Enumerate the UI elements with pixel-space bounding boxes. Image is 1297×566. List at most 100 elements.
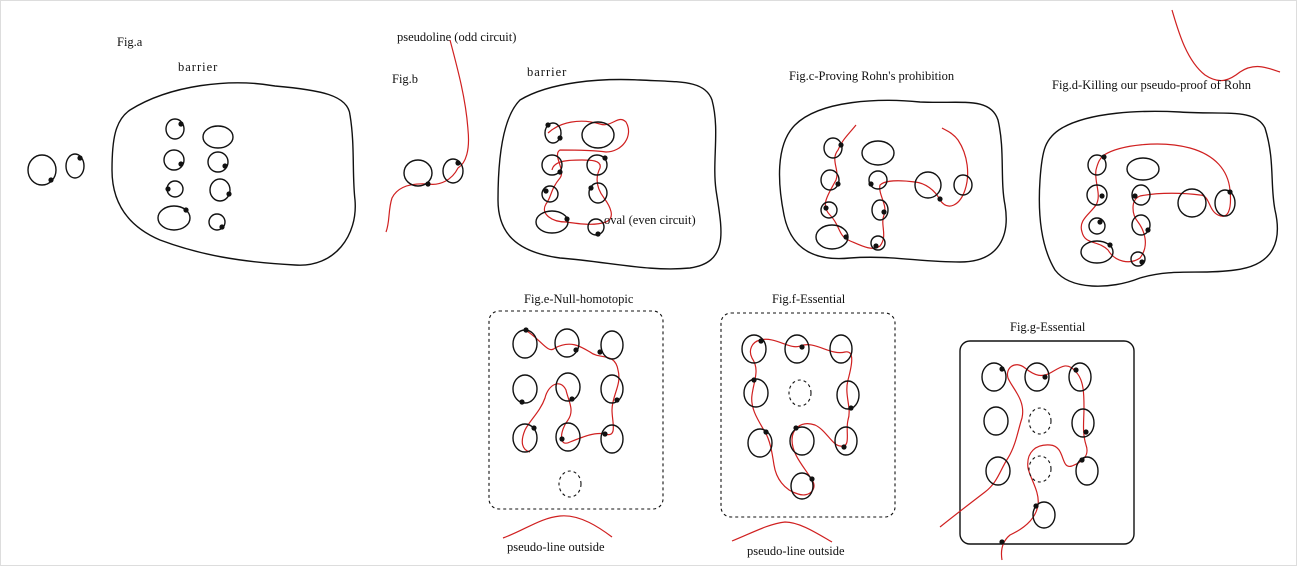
- crossing-dot: [178, 161, 184, 167]
- pseudo-outside-f-label: pseudo-line outside: [747, 544, 845, 558]
- oval: [1087, 154, 1107, 176]
- fig-b-barrier-label: barrier: [527, 65, 567, 79]
- oval: [741, 334, 767, 364]
- oval: [541, 154, 563, 176]
- barrier-outline: [111, 82, 356, 266]
- oval: [1177, 188, 1207, 218]
- crossing-dot: [1079, 457, 1085, 463]
- crossing-dot: [425, 181, 431, 187]
- crossing-dot: [809, 476, 815, 482]
- crossing-dot: [1101, 154, 1107, 160]
- crossing-dot: [455, 160, 461, 166]
- empty-oval: [558, 470, 582, 498]
- crossing-dot: [1227, 189, 1233, 195]
- oval: [1130, 251, 1146, 267]
- crossing-dot: [881, 209, 887, 215]
- barrier-outline: [1038, 110, 1279, 287]
- oval: [586, 154, 608, 176]
- empty-oval: [1028, 407, 1052, 435]
- oval: [1086, 184, 1108, 206]
- crossing-dot: [519, 399, 525, 405]
- oval: [1126, 157, 1160, 181]
- oval: [208, 213, 226, 231]
- crossing-dot: [602, 155, 608, 161]
- fig-f-title: Fig.f-Essential: [772, 292, 846, 306]
- crossing-dot: [999, 366, 1005, 372]
- red-curve-top: [1171, 9, 1281, 82]
- oval: [790, 472, 814, 500]
- red-curve: [521, 329, 620, 453]
- fig-a-title: Fig.a: [117, 35, 143, 49]
- oval: [535, 210, 569, 234]
- oval-even-circuit: [543, 118, 630, 225]
- oval: [981, 362, 1007, 392]
- oval: [554, 328, 580, 358]
- crossing-dot: [799, 344, 805, 350]
- oval: [1131, 184, 1151, 206]
- crossing-dot: [1073, 367, 1079, 373]
- crossing-dot: [843, 234, 849, 240]
- oval: [555, 372, 581, 402]
- red-curve: [824, 124, 969, 249]
- oval: [600, 424, 624, 454]
- oval: [1080, 240, 1114, 264]
- pseudo-line-outside: [731, 521, 833, 543]
- crossing-dot: [573, 347, 579, 353]
- pseudo-line-outside: [502, 515, 613, 539]
- crossing-dot: [557, 135, 563, 141]
- crossing-dot: [1033, 503, 1039, 509]
- crossing-dot: [1097, 219, 1103, 225]
- crossing-dot: [873, 243, 879, 249]
- crossing-dot: [543, 188, 549, 194]
- fig-c: Fig.c-Proving Rohn's prohibition: [778, 69, 1007, 263]
- fig-e-title: Fig.e-Null-homotopic: [524, 292, 634, 306]
- oval: [914, 171, 942, 199]
- oval: [953, 174, 973, 196]
- oval: [784, 334, 810, 364]
- fig-c-title: Fig.c-Proving Rohn's prohibition: [789, 69, 955, 83]
- fig-a: Fig.a barrier: [27, 35, 356, 266]
- oval: [1032, 501, 1056, 529]
- oval: [588, 182, 608, 204]
- fig-f: Fig.f-Essential pseudo-line outside: [720, 292, 896, 558]
- crossing-dot: [1107, 242, 1113, 248]
- oval: [403, 159, 433, 187]
- crossing-dot: [841, 444, 847, 450]
- crossing-dot: [557, 169, 563, 175]
- oval: [555, 422, 581, 452]
- crossing-dot: [751, 377, 757, 383]
- crossing-dot: [559, 436, 565, 442]
- crossing-dot: [1145, 227, 1151, 233]
- empty-oval: [788, 379, 812, 407]
- oval: [157, 205, 191, 231]
- oval: [512, 374, 538, 404]
- oval: [870, 235, 886, 251]
- oval: [541, 185, 559, 203]
- pseudo-outside-e-label: pseudo-line outside: [507, 540, 605, 554]
- crossing-dot: [848, 405, 854, 411]
- crossing-dot: [183, 207, 189, 213]
- oval: [747, 428, 773, 458]
- oval: [829, 334, 853, 364]
- crossing-dot: [219, 224, 225, 230]
- barrier-outline: [497, 78, 722, 270]
- oval: [1075, 456, 1099, 486]
- fig-b: pseudoline (odd circuit) Fig.b barrier o…: [385, 30, 722, 270]
- oval: [165, 118, 185, 140]
- fig-b-title: Fig.b: [392, 72, 418, 86]
- oval: [1088, 217, 1106, 235]
- crossing-dot: [595, 231, 601, 237]
- oval: [1131, 214, 1151, 236]
- crossing-dot: [523, 327, 529, 333]
- crossing-dot: [226, 191, 232, 197]
- empty-oval: [1028, 455, 1052, 483]
- essential-curve: [939, 364, 1088, 561]
- crossing-dot: [531, 425, 537, 431]
- oval: [836, 380, 860, 410]
- crossing-dot: [564, 216, 570, 222]
- oval: [1071, 408, 1095, 438]
- oval: [600, 330, 624, 360]
- crossing-dot: [614, 397, 620, 403]
- crossing-dot: [835, 181, 841, 187]
